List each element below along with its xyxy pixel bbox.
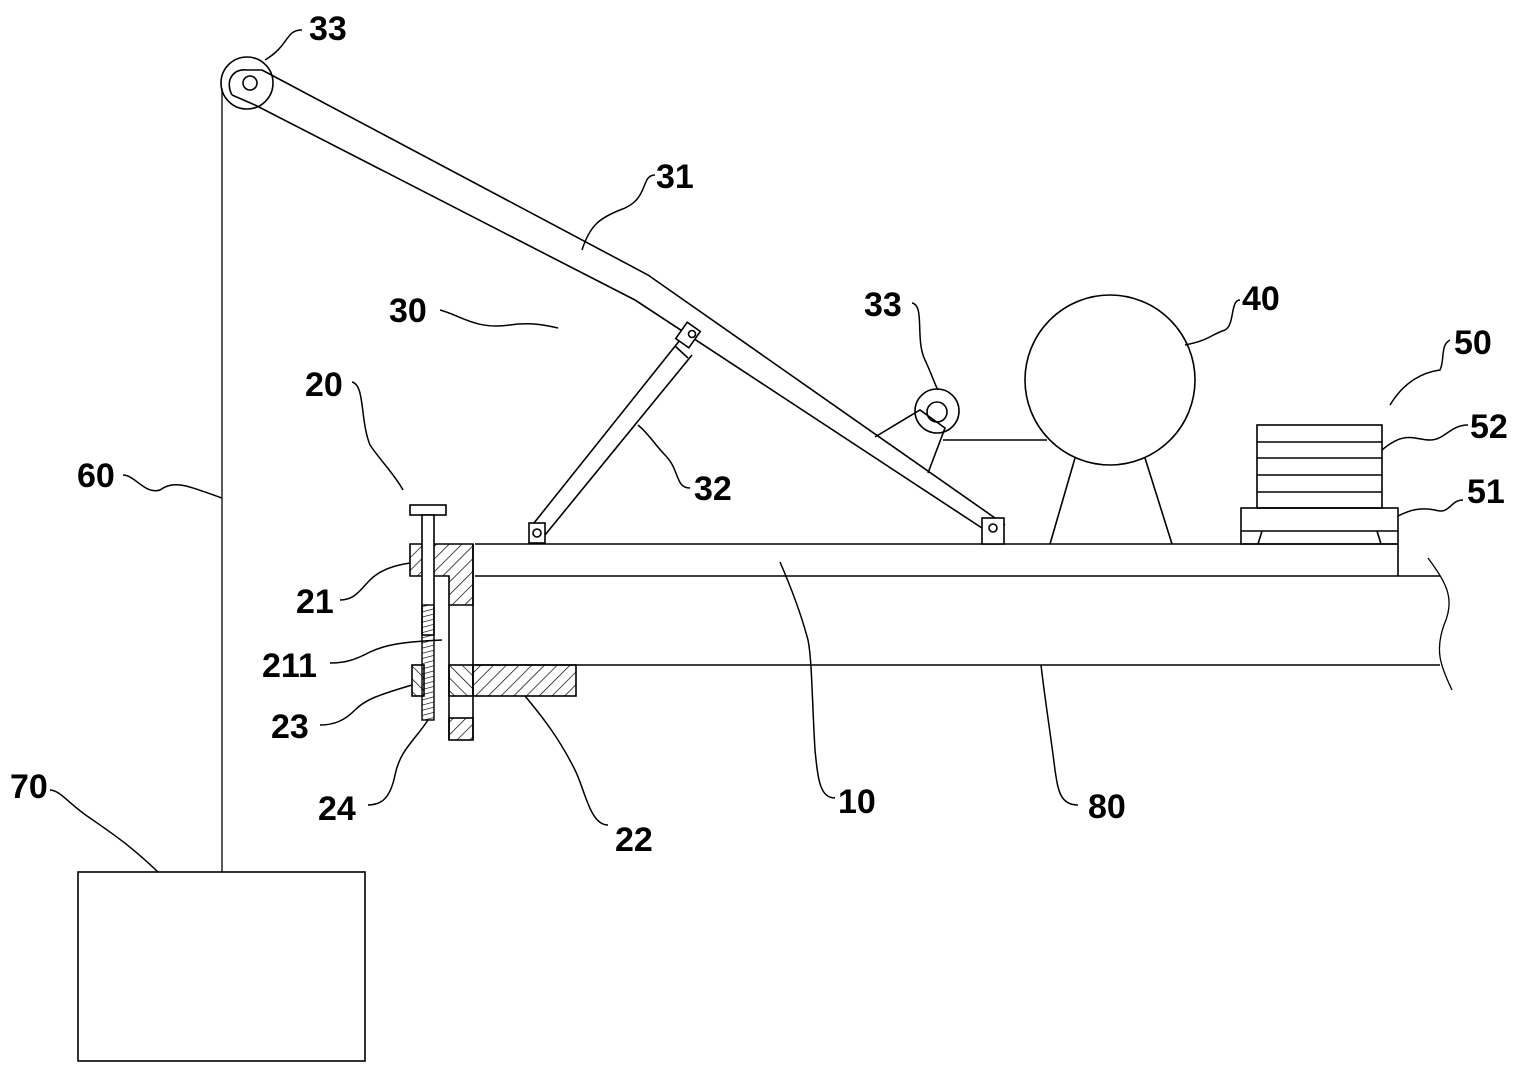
support-strut-32 [528, 321, 702, 544]
load-70 [77, 871, 366, 1062]
counterweight-50 [1240, 424, 1399, 545]
label-51: 51 [1467, 473, 1505, 511]
label-33-top: 33 [309, 10, 347, 48]
label-24: 24 [318, 790, 356, 828]
counterweight-base-51 [1240, 507, 1399, 545]
reference-labels: 33 31 30 33 40 50 52 51 20 60 32 21 211 … [10, 10, 1508, 859]
label-60: 60 [77, 457, 115, 495]
label-31: 31 [656, 158, 694, 196]
label-10: 10 [838, 783, 876, 821]
leader-lines [49, 29, 1469, 873]
pulley-33-top [220, 56, 274, 110]
screw-head [409, 504, 447, 516]
upper-clamp-block-21 [409, 543, 474, 606]
boom-pin [981, 517, 1005, 545]
thread-24 [421, 604, 435, 721]
label-21: 21 [296, 583, 334, 621]
counterweight-stack-52 [1256, 424, 1383, 509]
lower-clamp-plate-22-right [472, 664, 577, 697]
lower-clamp-tail [448, 717, 474, 741]
label-70: 70 [10, 768, 48, 806]
label-52: 52 [1470, 408, 1508, 446]
label-22: 22 [615, 821, 653, 859]
support-structure-80 [475, 557, 1453, 691]
clamp-assembly-20 [409, 504, 577, 741]
label-211: 211 [262, 647, 317, 685]
label-20: 20 [305, 366, 343, 404]
label-32: 32 [694, 470, 732, 508]
label-40: 40 [1242, 280, 1280, 318]
label-50: 50 [1454, 324, 1492, 362]
label-23: 23 [271, 708, 309, 746]
label-80: 80 [1088, 788, 1126, 826]
platform-10 [475, 543, 1399, 576]
boom-arm-31 [231, 69, 1006, 531]
pulley-33-mid [874, 388, 1047, 474]
lower-clamp-plate-22-left [448, 664, 474, 697]
label-30: 30 [389, 292, 427, 330]
label-33-mid: 33 [864, 286, 902, 324]
winch-drum-40 [1024, 294, 1196, 545]
